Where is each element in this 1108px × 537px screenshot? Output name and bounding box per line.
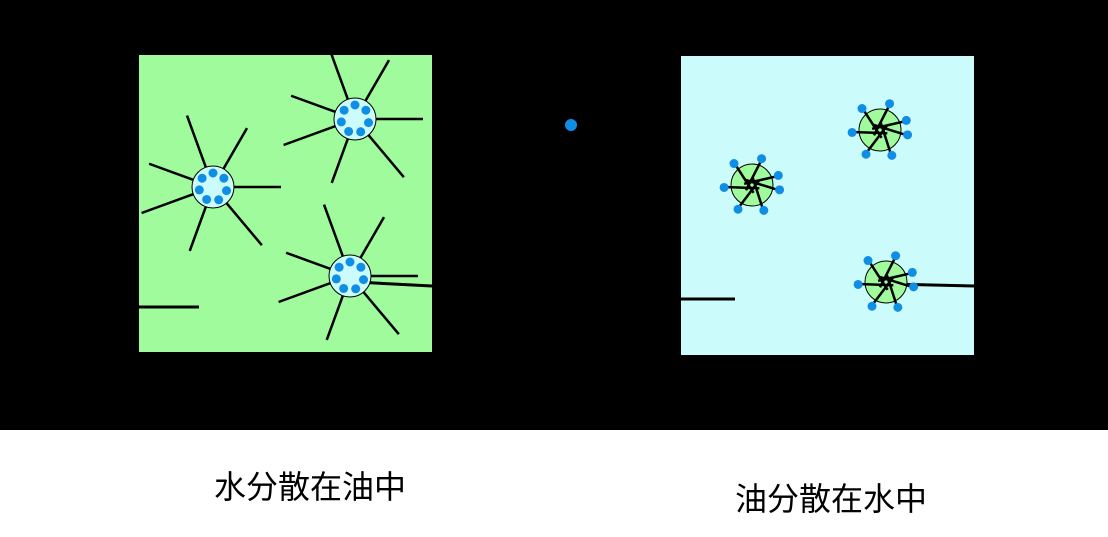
emulsifier-head <box>863 256 873 266</box>
emulsifier-head <box>729 159 739 169</box>
emulsifier-head <box>222 186 232 196</box>
emulsifier-head <box>202 194 212 204</box>
emulsifier-tail <box>856 130 888 135</box>
emulsifier-tail <box>327 47 350 101</box>
emulsifier-tail <box>325 294 345 341</box>
emulsifier-head <box>887 150 897 160</box>
emulsifier-tail <box>366 133 405 179</box>
emulsifier-tail <box>873 277 894 304</box>
emulsifier-head <box>891 251 901 261</box>
panel-oil-in-water <box>681 56 975 355</box>
emulsifier-head <box>847 127 857 137</box>
oil-droplets <box>719 99 919 312</box>
oil-droplet-2 <box>719 154 785 215</box>
emulsifier-tail <box>148 162 195 182</box>
emulsifier-head-free <box>565 119 577 131</box>
emulsifier-head <box>759 205 769 215</box>
emulsifier-tail <box>224 201 263 247</box>
emulsifier-head <box>757 154 767 164</box>
water-droplets <box>141 47 423 341</box>
emulsifier-tail <box>872 106 890 136</box>
emulsifier-head <box>361 105 371 115</box>
oil-core <box>864 260 908 304</box>
emulsifier-head <box>901 115 911 125</box>
emulsifier-head <box>909 282 919 292</box>
caption-oil-in-water: 油分散在水中 <box>735 480 928 518</box>
emulsifier-tail <box>867 125 888 152</box>
emulsifier-head <box>885 99 895 109</box>
emulsifier-head <box>857 104 867 114</box>
oil-core <box>858 108 902 152</box>
emulsifier-head <box>719 182 729 192</box>
panel-water-in-oil <box>139 47 433 352</box>
emulsifier-head <box>331 274 341 284</box>
water-continuous-phase <box>681 56 974 355</box>
emulsifier-tail <box>363 59 391 103</box>
emulsifier-tail <box>330 137 350 184</box>
emulsifier-tail <box>863 110 883 139</box>
emulsifier-head <box>351 284 361 294</box>
emulsifier-tail <box>728 185 760 190</box>
water-droplet-1 <box>283 47 423 184</box>
emulsifier-head <box>194 185 204 195</box>
emulsifier-tail <box>322 204 345 258</box>
caption-water-in-oil: 水分散在油中 <box>214 468 407 506</box>
emulsion-diagram <box>0 0 1108 430</box>
emulsifier-tail <box>735 165 755 194</box>
emulsifier-tail <box>361 290 400 336</box>
emulsifier-tail <box>141 192 195 215</box>
emulsifier-head <box>775 185 785 195</box>
emulsifier-head <box>356 262 366 272</box>
water-droplet-3 <box>278 204 418 341</box>
oil-continuous-phase <box>139 55 432 352</box>
emulsifier-tail <box>744 161 762 191</box>
emulsifier-head <box>853 279 863 289</box>
emulsifier-head <box>334 262 344 272</box>
oil-droplet-3 <box>853 251 919 312</box>
emulsifier-head <box>867 301 877 311</box>
water-droplet-2 <box>141 115 281 252</box>
emulsifier-head <box>339 283 349 293</box>
emulsifier-tail <box>278 281 332 304</box>
emulsifier-tail <box>185 115 208 169</box>
emulsifier-head <box>208 168 218 178</box>
emulsifier-head <box>214 195 224 205</box>
emulsifier-head <box>733 204 743 214</box>
emulsifier-tail <box>862 282 894 287</box>
emulsifier-tail <box>871 120 903 131</box>
emulsifier-head <box>336 117 346 127</box>
emulsifier-head <box>364 118 374 128</box>
emulsifier-tail <box>878 258 896 288</box>
oil-core <box>730 163 774 207</box>
emulsifier-head <box>903 130 913 140</box>
emulsifier-tail <box>221 127 249 171</box>
emulsifier-head <box>344 126 354 136</box>
emulsifier-head <box>893 302 903 312</box>
emulsifier-tail <box>743 175 775 186</box>
emulsifier-head <box>356 127 366 137</box>
emulsifier-head <box>773 170 783 180</box>
emulsifier-head <box>907 267 917 277</box>
emulsifier-tail <box>283 124 337 147</box>
emulsifier-head <box>219 173 229 183</box>
emulsifier-tail <box>290 94 337 114</box>
emulsifier-head <box>350 100 360 110</box>
emulsifier-tail <box>877 272 909 283</box>
emulsifier-tail <box>188 205 208 252</box>
emulsifier-tail <box>869 262 889 291</box>
emulsifier-head <box>345 257 355 267</box>
emulsifier-head <box>359 275 369 285</box>
emulsifier-head <box>197 173 207 183</box>
emulsifier-tail <box>285 251 332 271</box>
emulsifier-head <box>861 149 871 159</box>
emulsifier-tail <box>358 216 386 260</box>
emulsifier-head <box>339 105 349 115</box>
emulsifier-tail <box>739 180 760 207</box>
oil-droplet-1 <box>847 99 913 160</box>
